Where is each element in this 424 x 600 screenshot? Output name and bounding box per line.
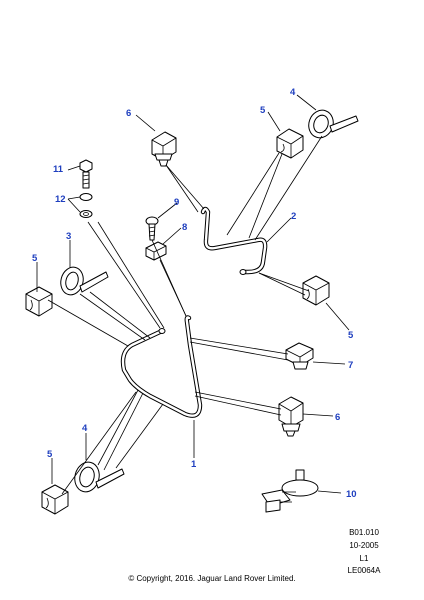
bolt-11 xyxy=(79,159,93,189)
clip-8 xyxy=(145,241,167,261)
clip-10 xyxy=(261,469,319,513)
clip-7 xyxy=(285,342,314,370)
cable-tie-4-upper xyxy=(308,109,359,139)
reference-date: 10-2005 xyxy=(349,541,379,550)
callout-7: 7 xyxy=(348,360,353,371)
callout-5-lower: 5 xyxy=(47,449,53,460)
callout-4-lower: 4 xyxy=(82,423,88,434)
leader-lines xyxy=(36,94,350,495)
reference-illustration-id: LE0064A xyxy=(347,566,381,575)
bracket-5-upper xyxy=(276,128,304,159)
bracket-5-left xyxy=(25,286,53,317)
callout-3: 3 xyxy=(66,231,71,242)
callout-9: 9 xyxy=(174,197,179,208)
reference-variant: L1 xyxy=(359,554,369,563)
washer-12 xyxy=(79,193,93,218)
callout-10: 10 xyxy=(346,489,357,500)
cable-tie-3 xyxy=(60,266,109,296)
callout-12: 12 xyxy=(55,194,66,205)
callout-5-right: 5 xyxy=(348,330,354,341)
callout-5-left: 5 xyxy=(32,253,38,264)
clip-6-upper xyxy=(151,131,177,167)
callout-8: 8 xyxy=(182,222,187,233)
callout-11: 11 xyxy=(53,164,64,175)
bracket-5-right xyxy=(302,275,330,306)
copyright-notice: © Copyright, 2016. Jaguar Land Rover Lim… xyxy=(128,574,296,583)
callout-6-upper: 6 xyxy=(126,108,131,119)
callout-4-upper: 4 xyxy=(290,87,296,98)
callout-1: 1 xyxy=(191,459,197,470)
pipe-1 xyxy=(120,315,203,418)
cable-tie-4-lower xyxy=(74,461,125,493)
bracket-5-lower xyxy=(41,484,69,515)
reference-code: B01.010 xyxy=(349,528,379,537)
callout-5-upper: 5 xyxy=(260,105,266,116)
callout-labels: 6 5 4 11 12 9 8 3 5 2 5 7 6 10 1 4 5 xyxy=(32,87,357,500)
clip-6-lower xyxy=(278,396,304,437)
pipe-2 xyxy=(200,206,268,275)
screw-9 xyxy=(145,216,159,241)
callout-2: 2 xyxy=(291,211,296,222)
callout-6-lower: 6 xyxy=(335,412,340,423)
